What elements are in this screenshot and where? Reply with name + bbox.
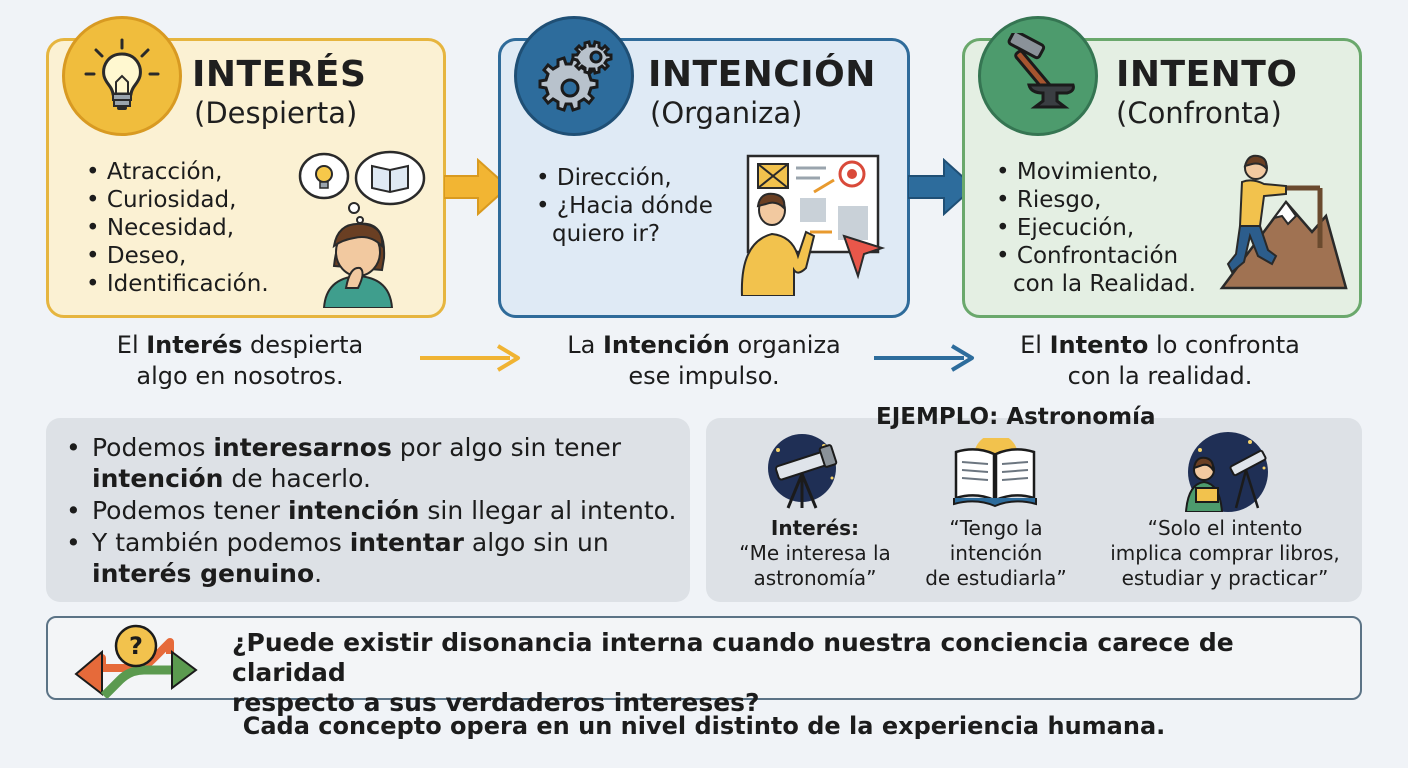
caption-intento: El Intento lo confronta con la realidad. (990, 330, 1330, 392)
arrow-right-icon (420, 344, 520, 372)
card-title-interes: INTERÉS (192, 54, 367, 95)
question-arrows-icon: ? (74, 624, 198, 698)
example-text: “Tengo la (949, 516, 1043, 540)
card-subtitle-intencion: (Organiza) (650, 96, 803, 130)
statement-item: Y también podemos intentar algo sin un i… (66, 527, 686, 589)
statement-text: . (314, 559, 323, 588)
question-line: ¿Puede existir disonancia interna cuando… (232, 628, 1234, 687)
statement-item: Podemos interesarnos por algo sin tener … (66, 432, 686, 494)
list-item: Deseo, (86, 242, 269, 270)
statement-text: de hacerlo. (223, 464, 371, 493)
example-caption-interes: Interés: “Me interesa la astronomía” (720, 516, 910, 591)
hammer-anvil-icon (978, 16, 1098, 136)
caption-keyword: Intento (1049, 331, 1149, 359)
statement-keyword: interesarnos (213, 433, 392, 462)
example-label: Interés: (770, 516, 860, 540)
arrow-right-icon (444, 158, 510, 216)
list-item: Identificación. (86, 270, 269, 298)
example-text: astronomía” (753, 566, 877, 590)
example-caption-intento: “Solo el intento implica comprar libros,… (1094, 516, 1356, 591)
statement-text: algo sin un (463, 528, 609, 557)
example-text: implica comprar libros, (1110, 541, 1340, 565)
caption-text: con la realidad. (1067, 362, 1253, 390)
statement-keyword: interés genuino (92, 559, 315, 588)
statement-keyword: intentar (349, 528, 464, 557)
example-text: de estudiarla” (925, 566, 1067, 590)
list-item: quiero ir? (536, 220, 713, 248)
list-item-continuation: con la Realidad. (1013, 271, 1196, 297)
caption-text: algo en nosotros. (136, 362, 344, 390)
caption-text: La (567, 331, 603, 359)
statement-text: Y también podemos (92, 528, 350, 557)
statement-item: Podemos tener intención sin llegar al in… (66, 495, 686, 526)
list-item: Ejecución, (996, 214, 1196, 242)
example-text: intención (949, 541, 1043, 565)
example-text: “Solo el intento (1147, 516, 1303, 540)
statement-list: Podemos interesarnos por algo sin tener … (66, 432, 686, 590)
statement-text: Podemos (92, 433, 214, 462)
card-subtitle-intento: (Confronta) (1116, 96, 1282, 130)
card-title-intencion: INTENCIÓN (648, 54, 876, 95)
stargazer-icon (1184, 432, 1268, 512)
bullet-list-intencion: Dirección, ¿Hacia dónde quiero ir? (536, 164, 713, 248)
planning-board-icon (740, 154, 886, 296)
caption-text: El (1020, 331, 1050, 359)
open-book-icon (953, 438, 1037, 508)
card-subtitle-interes: (Despierta) (194, 96, 358, 130)
list-item-continuation: quiero ir? (552, 221, 661, 247)
card-title-intento: INTENTO (1116, 54, 1298, 95)
list-item: ¿Hacia dónde (536, 192, 713, 220)
caption-keyword: Interés (146, 331, 243, 359)
lightbulb-icon (62, 16, 182, 136)
thinking-person-icon (298, 150, 426, 308)
caption-text: El (116, 331, 147, 359)
footer-statement: Cada concepto opera en un nivel distinto… (242, 712, 1166, 740)
question-line: respecto a sus verdaderos intereses? (232, 688, 760, 717)
statement-keyword: intención (92, 464, 224, 493)
statement-text: sin llegar al intento. (419, 496, 677, 525)
gears-icon (514, 16, 634, 136)
list-item: Movimiento, (996, 158, 1196, 186)
caption-text: ese impulso. (628, 362, 780, 390)
example-text: “Me interesa la (739, 541, 891, 565)
list-item: Riesgo, (996, 186, 1196, 214)
climbing-person-icon (1219, 154, 1348, 290)
bullet-list-intento: Movimiento, Riesgo, Ejecución, Confronta… (996, 158, 1196, 298)
telescope-icon (768, 434, 838, 509)
svg-text:?: ? (129, 632, 143, 660)
caption-text: organiza (729, 331, 841, 359)
arrow-right-icon (874, 344, 974, 372)
bullet-list-interes: Atracción, Curiosidad, Necesidad, Deseo,… (86, 158, 269, 298)
list-item: Curiosidad, (86, 186, 269, 214)
statement-text: por algo sin tener (391, 433, 622, 462)
statement-keyword: intención (287, 496, 420, 525)
caption-intencion: La Intención organiza ese impulso. (534, 330, 874, 392)
caption-text: despierta (242, 331, 364, 359)
list-item: Dirección, (536, 164, 713, 192)
caption-text: lo confronta (1148, 331, 1300, 359)
statement-text: Podemos tener (92, 496, 288, 525)
list-item: Confrontación (996, 242, 1196, 270)
arrow-right-icon (908, 158, 976, 216)
example-text: estudiar y practicar” (1121, 566, 1329, 590)
question-box (46, 616, 1362, 700)
list-item: Atracción, (86, 158, 269, 186)
example-title: EJEMPLO: Astronomía (876, 404, 1156, 430)
example-caption-intencion: “Tengo la intención de estudiarla” (906, 516, 1086, 591)
question-text: ¿Puede existir disonancia interna cuando… (232, 628, 1352, 718)
list-item: Necesidad, (86, 214, 269, 242)
list-item: con la Realidad. (996, 270, 1196, 298)
caption-keyword: Intención (602, 331, 730, 359)
caption-interes: El Interés despierta algo en nosotros. (70, 330, 410, 392)
